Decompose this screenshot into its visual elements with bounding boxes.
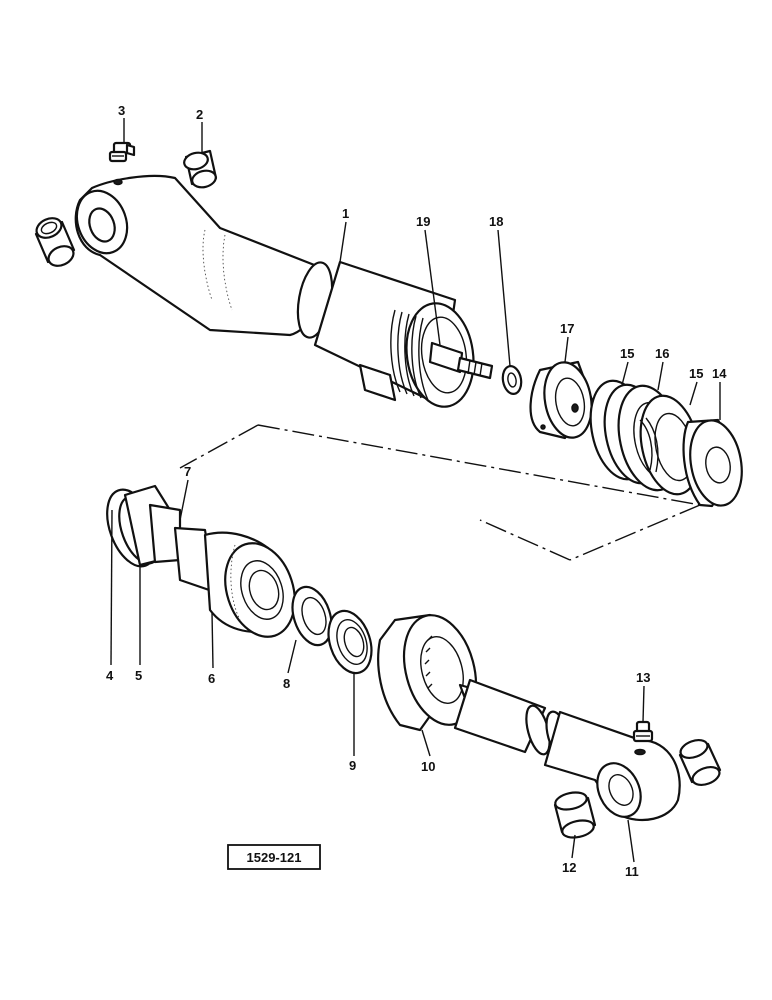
callout-6: 6: [208, 671, 215, 686]
piston-rod-end-19: [428, 341, 494, 380]
callout-7: 7: [184, 464, 191, 479]
grease-nipple-3: [108, 141, 136, 163]
leader-lines: [110, 118, 721, 863]
callout-11: 11: [625, 864, 639, 879]
callout-17: 17: [560, 321, 574, 336]
piston-rod: [453, 678, 551, 756]
callout-9: 9: [349, 758, 356, 773]
drawing-number-stamp: 1529-121: [227, 844, 321, 870]
gland-ring-14: [682, 418, 743, 508]
bushing-rod-eye-right: [678, 738, 722, 787]
cylinder-head-6: [148, 503, 296, 638]
callout-10: 10: [421, 759, 435, 774]
gland-nut-10: [377, 613, 477, 732]
bushing-eye-left: [34, 217, 76, 267]
callout-5: 5: [135, 668, 142, 683]
bushing-2: [183, 149, 218, 189]
cylinder-head-section-1: [296, 260, 475, 408]
callout-1: 1: [342, 206, 349, 221]
bushing-12: [553, 791, 597, 839]
callout-18: 18: [489, 214, 503, 229]
grease-nipple-13: [632, 720, 654, 743]
callout-4: 4: [106, 668, 114, 683]
callout-13: 13: [636, 670, 650, 685]
piston-17: [529, 360, 594, 440]
callout-14: 14: [712, 366, 727, 381]
callout-19: 19: [416, 214, 430, 229]
drawing-number-text: 1529-121: [247, 850, 302, 865]
washer-8: [291, 585, 333, 647]
callout-labels: 3 2 1 19 18 17 15 16 15 14 7 4 5 6 8 9 1…: [106, 103, 727, 879]
callout-3: 3: [118, 103, 125, 118]
wiper-seal-9: [327, 609, 373, 675]
washer-18: [501, 365, 523, 395]
callout-15-left: 15: [620, 346, 634, 361]
rod-eye-end-11: [543, 710, 681, 822]
callout-12: 12: [562, 860, 576, 875]
callout-8: 8: [283, 676, 290, 691]
callout-2: 2: [196, 107, 203, 122]
cylinder-barrel-eye-end: [74, 174, 324, 337]
callout-15-right: 15: [689, 366, 703, 381]
assembly-reference-line: [179, 424, 701, 561]
callout-16: 16: [655, 346, 669, 361]
